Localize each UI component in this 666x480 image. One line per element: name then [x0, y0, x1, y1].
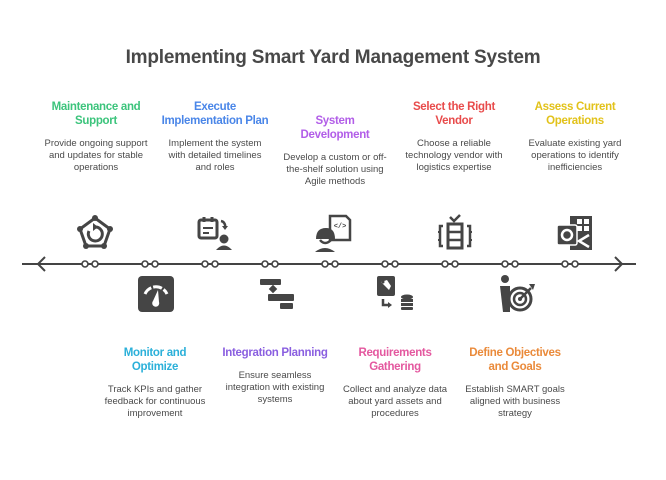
step-description: Track KPIs and gather feedback for conti…: [104, 384, 206, 419]
timeline-dot: [261, 260, 269, 268]
timeline-dot: [81, 260, 89, 268]
spreadsheet-icon: [555, 213, 595, 253]
step-requirements-gathering: Requirements Gathering Collect and analy…: [340, 346, 450, 420]
step-heading: System Development: [300, 115, 370, 141]
timeline-dot: [391, 260, 399, 268]
timeline-dots: [81, 260, 579, 268]
page-title: Implementing Smart Yard Management Syste…: [125, 47, 541, 68]
step-heading: Execute Implementation Plan: [161, 101, 269, 127]
step-execute-plan: Execute Implementation Plan Implement th…: [160, 100, 270, 174]
timeline-dot: [441, 260, 449, 268]
timeline-dot: [91, 260, 99, 268]
server-check-icon: [435, 213, 475, 253]
timeline-dot: [211, 260, 219, 268]
step-description: Ensure seamless integration with existin…: [225, 370, 325, 405]
step-assess-operations: Assess Current Operations Evaluate exist…: [520, 100, 630, 174]
step-heading: Assess Current Operations: [534, 101, 616, 127]
timeline-dot: [561, 260, 569, 268]
step-heading: Integration Planning: [222, 347, 328, 359]
gantt-icon: [256, 274, 296, 314]
step-description: Collect and analyze data about yard asse…: [342, 384, 448, 419]
step-system-development: System Development Develop a custom or o…: [280, 114, 390, 188]
step-heading: Select the Right Vendor: [412, 101, 496, 127]
pentagon-refresh-icon: [75, 213, 115, 253]
gauge-icon: [136, 274, 176, 314]
timeline-dot: [331, 260, 339, 268]
timeline-dot: [451, 260, 459, 268]
step-define-objectives: Define Objectives and Goals Establish SM…: [460, 346, 570, 420]
step-description: Develop a custom or off-the-shelf soluti…: [283, 152, 387, 187]
timeline-dot: [511, 260, 519, 268]
step-description: Implement the system with detailed timel…: [168, 138, 262, 173]
timeline-dot: [151, 260, 159, 268]
timeline-dot: [501, 260, 509, 268]
timeline-dot: [381, 260, 389, 268]
step-monitor-optimize: Monitor and Optimize Track KPIs and gath…: [100, 346, 210, 420]
timeline-arrow-left: [36, 256, 46, 272]
svg-text:</>: </>: [334, 223, 347, 231]
step-integration-planning: Integration Planning Ensure seamless int…: [220, 346, 330, 406]
timeline-dot: [571, 260, 579, 268]
timeline-dot: [201, 260, 209, 268]
step-description: Establish SMART goals aligned with busin…: [465, 384, 565, 419]
step-heading: Requirements Gathering: [358, 347, 432, 373]
document-database-icon: [375, 274, 415, 314]
step-description: Choose a reliable technology vendor with…: [405, 138, 503, 173]
timeline-arrow-right: [614, 256, 624, 272]
step-maintenance-support: Maintenance and Support Provide ongoing …: [41, 100, 151, 174]
step-description: Evaluate existing yard operations to ide…: [528, 138, 622, 173]
step-select-vendor: Select the Right Vendor Choose a reliabl…: [399, 100, 509, 174]
developer-code-icon: </>: [313, 213, 353, 253]
step-description: Provide ongoing support and updates for …: [44, 138, 148, 173]
timeline-dot: [321, 260, 329, 268]
step-heading: Monitor and Optimize: [123, 347, 187, 373]
person-target-icon: [496, 274, 536, 314]
step-heading: Maintenance and Support: [51, 101, 141, 127]
step-heading: Define Objectives and Goals: [469, 347, 561, 373]
timeline-dot: [141, 260, 149, 268]
calendar-person-icon: [195, 213, 235, 253]
timeline-dot: [271, 260, 279, 268]
